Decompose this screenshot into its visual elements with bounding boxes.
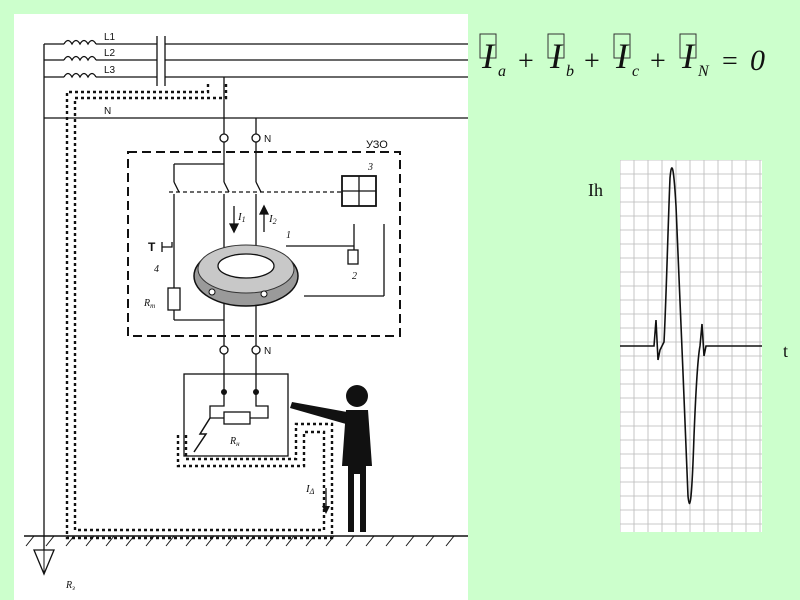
- rcd-conductors: [169, 142, 385, 336]
- ground-resistor-label: Rз: [65, 580, 75, 592]
- svg-text:a: a: [498, 63, 506, 80]
- rcd-schematic-panel: L1 L2 L3 N N УЗО: [14, 14, 468, 600]
- terminal-phase-bottom: [219, 345, 229, 355]
- terminal-neutral-bottom: [251, 345, 261, 355]
- term-n: I N: [679, 33, 710, 80]
- part-3-label: 3: [367, 162, 373, 173]
- rcd-housing: [127, 151, 401, 337]
- test-button-label: T: [148, 240, 156, 254]
- rcd-label: УЗО: [366, 139, 388, 151]
- terminal-neutral-top: [251, 133, 261, 143]
- plus-2: +: [584, 46, 600, 77]
- supply-coils: [63, 39, 97, 79]
- part-2-label: 2: [352, 271, 357, 282]
- term-c: I c: [613, 33, 639, 80]
- label-n: N: [104, 106, 111, 117]
- rcd-schematic: L1 L2 L3 N N УЗО: [24, 32, 468, 592]
- equals-sign: =: [722, 46, 738, 77]
- terminal-n-top-label: N: [264, 134, 271, 145]
- secondary-winding-2: [347, 249, 359, 265]
- waveform-x-label: t: [783, 341, 789, 361]
- label-l2: L2: [104, 48, 116, 59]
- load-resistor-label: Rн: [229, 436, 240, 448]
- part-4-label: 4: [154, 264, 159, 275]
- waveform-trace: [620, 167, 762, 505]
- svg-text:I: I: [481, 36, 496, 76]
- kirchhoff-formula: I a + I b + I c + I N = 0: [479, 33, 765, 80]
- terminal-phase-top: [219, 133, 229, 143]
- test-button-icon: [161, 242, 173, 252]
- formula-result: 0: [750, 44, 765, 77]
- plus-1: +: [518, 46, 534, 77]
- test-resistor: [167, 287, 181, 311]
- person-silhouette: [290, 385, 372, 532]
- term-b: I b: [547, 33, 574, 80]
- svg-text:b: b: [566, 63, 574, 80]
- svg-text:I: I: [615, 36, 630, 76]
- svg-text:N: N: [697, 63, 710, 80]
- terminal-n-bottom-label: N: [264, 346, 271, 357]
- ground-hatch: [25, 535, 455, 547]
- leakage-waveform: [619, 159, 762, 532]
- load-enclosure: [183, 373, 289, 457]
- svg-text:c: c: [632, 63, 639, 80]
- load-resistor: [223, 411, 251, 425]
- current-i1: I1: [237, 211, 246, 224]
- label-l1: L1: [104, 32, 116, 43]
- leakage-current-label: IΔ: [305, 483, 315, 496]
- waveform-y-label: Ih: [588, 180, 603, 200]
- current-i2: I2: [268, 213, 277, 226]
- supply-drops: [223, 77, 257, 134]
- svg-text:I: I: [549, 36, 564, 76]
- plus-3: +: [650, 46, 666, 77]
- svg-text:I: I: [681, 36, 696, 76]
- term-a: I a: [479, 33, 506, 80]
- fault-current-path: [65, 84, 334, 540]
- test-resistor-label: Rт: [143, 298, 155, 310]
- current-arrows: [228, 204, 270, 234]
- part-1-label: 1: [286, 230, 291, 241]
- phase-lines: [43, 36, 468, 550]
- toroidal-core-1: [193, 244, 299, 307]
- label-l3: L3: [104, 65, 116, 76]
- waveform-plot: [619, 159, 762, 532]
